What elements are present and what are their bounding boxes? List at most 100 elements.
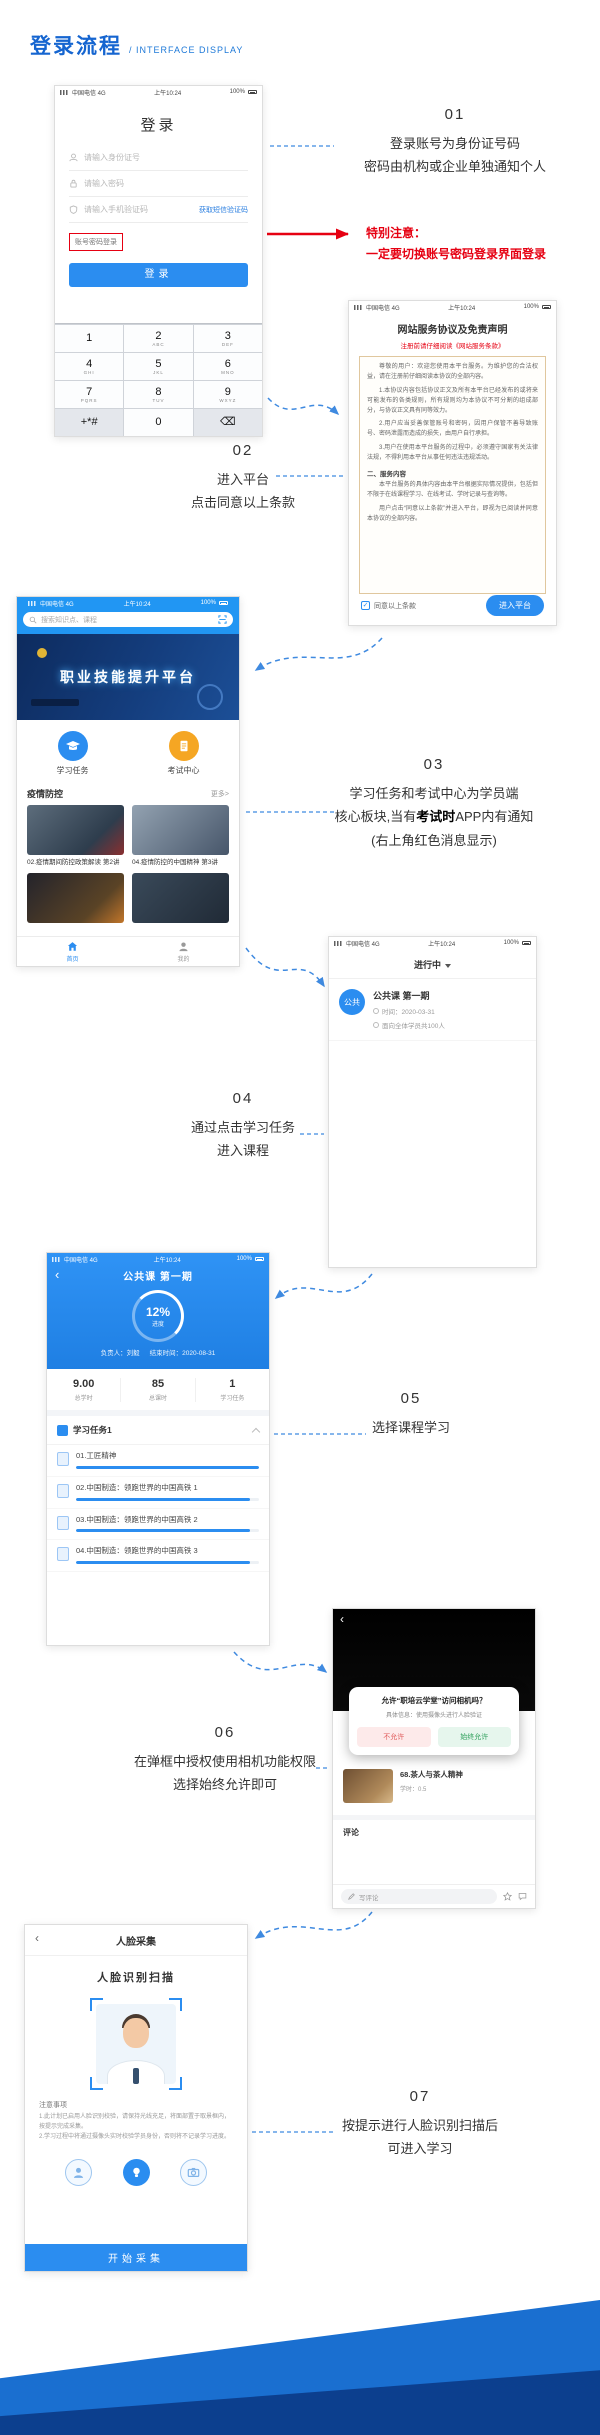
course-thumbnail — [132, 805, 229, 855]
id-field[interactable]: 请输入身份证号 — [69, 145, 248, 171]
exam-center-entry[interactable]: 考试中心 — [128, 731, 239, 776]
tab-profile[interactable]: 我的 — [128, 937, 239, 966]
get-code-button[interactable]: 获取短信验证码 — [199, 206, 248, 214]
deny-button[interactable]: 不允许 — [357, 1726, 431, 1747]
key-symbols[interactable]: +*# — [55, 409, 124, 436]
checkbox-icon[interactable]: ✓ — [361, 601, 370, 610]
battery-icon — [218, 600, 228, 606]
home-banner[interactable]: 职业技能提升平台 — [17, 634, 239, 720]
back-icon[interactable]: ‹ — [340, 1612, 344, 1626]
course-card-title: 04.疫情防控的中国精神 第3讲 — [132, 859, 218, 866]
lesson-item[interactable]: 02.中国制造：领跑世界的中国高铁 1 — [47, 1477, 269, 1509]
comment-bar: 写评论 — [333, 1884, 535, 1908]
page-header: 登录流程 / INTERFACE DISPLAY — [30, 30, 243, 60]
comment-input[interactable]: 写评论 — [341, 1889, 497, 1904]
carrier-label: 中国电信 4G — [40, 601, 74, 608]
always-allow-button[interactable]: 始终允许 — [437, 1726, 511, 1747]
course-card[interactable]: 02.疫情期间防控政策解读 第2讲 — [27, 805, 124, 867]
lesson-item[interactable]: 01.工匠精神 — [47, 1445, 269, 1477]
phone-screenshot-video: ‹ 允许“职培云学堂”访问相机吗？ 具体信息：使用摄像头进行人脸验证 不允许 始… — [332, 1608, 536, 1909]
video-lesson-item[interactable]: 68.茶人与茶人精神 学时：0.5 — [333, 1769, 535, 1803]
login-button[interactable]: 登录 — [69, 263, 248, 287]
search-input[interactable]: 搜索知识点、课程 — [23, 612, 233, 627]
step-06-number: 06 — [214, 1724, 236, 1741]
star-icon[interactable] — [503, 1892, 512, 1901]
status-bar: 中国电信 4G 上午10:24 100% — [55, 86, 262, 98]
back-icon[interactable]: ‹ — [35, 1931, 39, 1945]
back-icon[interactable]: ‹ — [55, 1267, 61, 1282]
agreement-paragraph: 用户点击“同意以上条款”并进入平台，即视为已阅读并同意本协议的全部内容。 — [367, 505, 538, 522]
person-icon — [65, 2158, 92, 2186]
doc-icon — [57, 1547, 69, 1562]
key-delete[interactable]: ⌫ — [193, 409, 262, 436]
course-stats: 9.00 总学时 85 总课时 1 学习任务 — [47, 1369, 269, 1416]
tab-bar: 首页 我的 — [17, 936, 239, 966]
task-filter-dropdown[interactable]: 进行中 — [329, 949, 536, 979]
step-04-line1: 通过点击学习任务 — [190, 1120, 295, 1135]
status-time: 上午10:24 — [123, 601, 151, 608]
switch-account-login-link[interactable]: 账号密码登录 — [69, 233, 123, 251]
sms-code-field[interactable]: 请输入手机验证码 获取短信验证码 — [69, 197, 248, 223]
study-tasks-entry[interactable]: 学习任务 — [17, 731, 128, 776]
banner-decoration — [197, 684, 223, 710]
lesson-progress-bar — [76, 1465, 259, 1469]
message-icon[interactable] — [518, 1892, 527, 1901]
phone-screenshot-home: 中国电信 4G 上午10:24 100% 搜索知识点、课程 职业技能提升平台 学… — [16, 596, 240, 967]
special-warning: 特别注意： 一定要切换账号密码登录界面登录 — [366, 224, 588, 262]
agreement-body[interactable]: 尊敬的用户：欢迎您使用本平台服务。为维护您的合法权益，请在注册前仔细阅读本协议的… — [359, 356, 546, 594]
task-meta-time: 时间：2020-03-31 — [382, 1009, 435, 1016]
agreement-paragraph: 本平台服务的具体内容由本平台根据实际情况提供，包括但不限于在线课程学习、在线考试… — [367, 482, 538, 498]
enter-platform-button[interactable]: 进入平台 — [486, 595, 544, 616]
battery-label: 100% — [523, 304, 539, 310]
signal-icon — [60, 89, 69, 95]
step-07: 07 按提示进行人脸识别扫描后 可进入学习 — [310, 2088, 530, 2161]
scan-icon[interactable] — [218, 615, 227, 624]
study-tasks-label: 学习任务 — [56, 766, 89, 775]
task-group-header[interactable]: 学习任务1 — [47, 1416, 269, 1445]
agreement-paragraph: 3.用户在使用本平台服务的过程中，必须遵守国家有关法律法规，不得利用本平台从事任… — [367, 445, 538, 462]
graduation-cap-icon — [57, 731, 88, 761]
more-link[interactable]: 更多> — [210, 790, 229, 798]
battery-icon — [521, 940, 531, 946]
task-list-item[interactable]: 公共 公共课 第一期 时间：2020-03-31 面向全体学员共100人 — [329, 979, 536, 1041]
key-0[interactable]: 0 — [124, 409, 193, 436]
key-1[interactable]: 1 — [55, 325, 124, 352]
lock-icon — [70, 179, 77, 188]
stat-item: 9.00 总学时 — [47, 1378, 120, 1402]
password-field[interactable]: 请输入密码 — [69, 171, 248, 197]
agreement-paragraph: 2.用户应当妥善保管账号和密码，因用户保管不善导致账号、密码泄露而造成的损失，由… — [367, 421, 538, 438]
course-card[interactable] — [27, 873, 124, 924]
step-06: 06 在弹框中授权使用相机功能权限 选择始终允许即可 — [130, 1724, 320, 1797]
pencil-icon — [348, 1893, 355, 1900]
home-icon — [67, 941, 78, 951]
stat-label: 学习任务 — [220, 1396, 245, 1402]
tab-home[interactable]: 首页 — [17, 937, 128, 966]
notes-title: 注意事项 — [39, 2102, 67, 2109]
step-02-number: 02 — [232, 442, 254, 459]
course-card[interactable] — [132, 873, 229, 924]
lesson-item[interactable]: 03.中国制造：领跑世界的中国高铁 2 — [47, 1509, 269, 1541]
battery-icon — [247, 89, 257, 95]
course-card[interactable]: 04.疫情防控的中国精神 第3讲 — [132, 805, 229, 867]
battery-icon — [254, 1256, 264, 1262]
battery-icon — [541, 304, 551, 310]
doc-icon — [57, 1515, 69, 1530]
id-placeholder: 请输入身份证号 — [84, 153, 140, 162]
status-time: 上午10:24 — [154, 90, 182, 97]
start-capture-button[interactable]: 开始采集 — [25, 2244, 247, 2271]
course-header: 中国电信 4G 上午10:24 100% ‹ 公共课 第一期 12% 进度 负责… — [47, 1253, 269, 1369]
agree-terms-checkbox[interactable]: ✓ 同意以上条款 — [361, 601, 416, 611]
course-thumbnail — [27, 805, 124, 855]
status-bar: 中国电信 4G 上午10:24 100% — [349, 301, 556, 313]
agreement-title: 网站服务协议及免责声明 — [397, 325, 508, 336]
lesson-item[interactable]: 04.中国制造：领跑世界的中国高铁 3 — [47, 1540, 269, 1572]
phone-screenshot-agreement: 中国电信 4G 上午10:24 100% 网站服务协议及免责声明 注册前请仔细阅… — [348, 300, 557, 626]
